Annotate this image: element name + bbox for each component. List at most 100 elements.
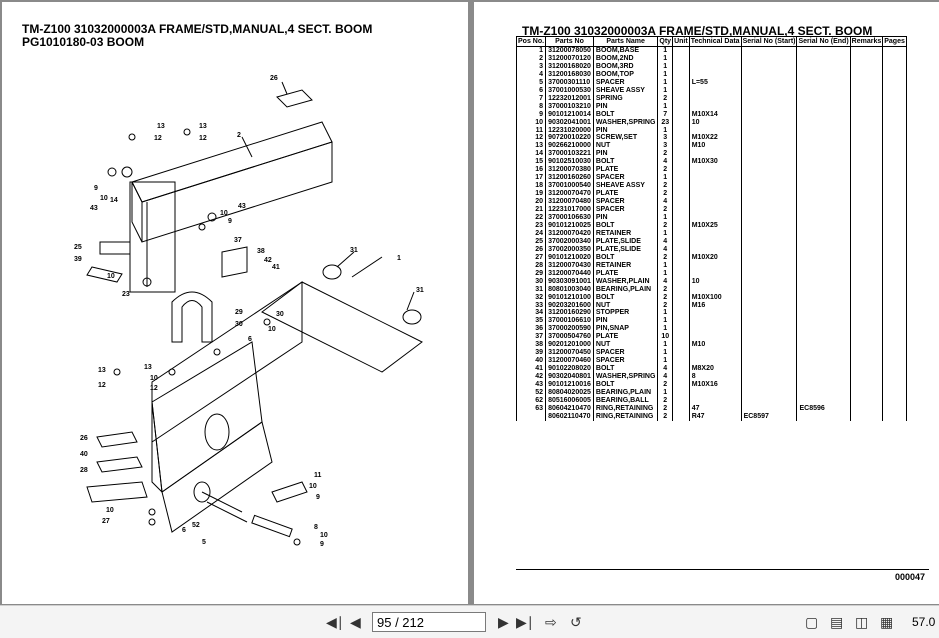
table-cell xyxy=(672,349,690,358)
table-cell xyxy=(849,388,884,397)
table-cell xyxy=(796,261,851,270)
table-cell xyxy=(882,269,907,278)
svg-text:6: 6 xyxy=(248,336,252,343)
table-cell xyxy=(796,46,851,55)
continuous-view-icon[interactable]: ▤ xyxy=(830,614,844,630)
table-cell xyxy=(849,253,884,262)
table-cell: 25 xyxy=(515,237,547,246)
table-cell: 31200070380 xyxy=(545,166,594,175)
single-page-view-icon[interactable]: ▢ xyxy=(805,614,819,630)
table-cell: 23 xyxy=(657,118,674,127)
table-cell: 1 xyxy=(657,86,674,95)
table-cell: 35 xyxy=(515,317,547,326)
table-cell xyxy=(688,237,742,246)
table-cell xyxy=(882,134,907,143)
export-page-icon[interactable]: ⇨ xyxy=(545,614,557,630)
table-cell: PIN xyxy=(592,102,659,111)
table-cell: 5 xyxy=(515,78,547,87)
table-cell xyxy=(849,301,884,310)
table-cell: 2 xyxy=(657,301,674,310)
table-cell: 1 xyxy=(657,269,674,278)
table-cell: 90102208020 xyxy=(545,365,594,374)
table-cell xyxy=(849,142,884,151)
table-cell xyxy=(882,325,907,334)
last-page-icon[interactable]: ▶∣ xyxy=(516,614,534,630)
svg-text:26: 26 xyxy=(270,75,278,82)
column-header: Parts Name xyxy=(592,36,659,47)
table-cell: 2 xyxy=(657,253,674,262)
table-cell: 28 xyxy=(515,261,547,270)
table-cell: 8 xyxy=(688,373,742,382)
table-cell: 90720010220 xyxy=(545,134,594,143)
table-cell xyxy=(740,396,798,405)
table-cell: PLATE,SLIDE xyxy=(592,237,659,246)
table-cell: 2 xyxy=(657,182,674,191)
table-cell xyxy=(688,150,742,159)
table-cell xyxy=(849,229,884,238)
table-cell xyxy=(849,166,884,175)
table-cell xyxy=(849,357,884,366)
table-cell xyxy=(882,70,907,79)
table-cell xyxy=(672,86,690,95)
table-cell: 52 xyxy=(515,388,547,397)
table-cell xyxy=(882,253,907,262)
table-cell xyxy=(672,245,690,254)
table-cell xyxy=(740,126,798,135)
table-cell: 3 xyxy=(515,62,547,71)
table-cell: 20 xyxy=(515,198,547,207)
svg-text:37: 37 xyxy=(234,237,242,244)
table-cell xyxy=(882,404,907,413)
first-page-icon[interactable]: ◀∣ xyxy=(326,614,344,630)
table-cell xyxy=(796,94,851,103)
table-cell xyxy=(740,301,798,310)
two-page-view-icon[interactable]: ◫ xyxy=(855,614,869,630)
page-number-input[interactable]: 95 / 212 xyxy=(372,612,486,632)
table-cell: 63 xyxy=(515,404,547,413)
table-cell: L=55 xyxy=(688,78,742,87)
table-cell xyxy=(796,150,851,159)
previous-page-icon[interactable]: ◀ xyxy=(350,614,361,630)
two-page-continuous-view-icon[interactable]: ▦ xyxy=(880,614,894,630)
table-cell xyxy=(740,349,798,358)
table-cell: 8 xyxy=(515,102,547,111)
table-cell xyxy=(796,317,851,326)
bottom-rule xyxy=(516,569,929,570)
table-cell xyxy=(882,86,907,95)
zoom-level[interactable]: 57.0 xyxy=(912,615,936,629)
table-cell xyxy=(672,78,690,87)
table-cell: 31200070450 xyxy=(545,349,594,358)
svg-text:13: 13 xyxy=(157,123,165,130)
table-cell: 37000106610 xyxy=(545,317,594,326)
table-cell xyxy=(882,221,907,230)
table-cell xyxy=(672,198,690,207)
table-cell xyxy=(740,388,798,397)
table-cell xyxy=(849,182,884,191)
table-cell: 38 xyxy=(515,341,547,350)
table-cell xyxy=(672,46,690,55)
svg-text:12: 12 xyxy=(150,385,158,392)
table-cell: BOLT xyxy=(592,110,659,119)
table-cell xyxy=(882,341,907,350)
table-cell xyxy=(740,237,798,246)
table-cell xyxy=(849,118,884,127)
table-cell xyxy=(740,365,798,374)
next-page-icon[interactable]: ▶ xyxy=(498,614,509,630)
table-cell xyxy=(882,237,907,246)
table-cell: 1 xyxy=(657,78,674,87)
table-cell xyxy=(740,285,798,294)
table-cell xyxy=(796,206,851,215)
table-cell: 90201201000 xyxy=(545,341,594,350)
svg-text:10: 10 xyxy=(106,507,114,514)
table-cell xyxy=(740,357,798,366)
rotate-page-icon[interactable]: ↺ xyxy=(570,614,582,630)
table-cell: BOLT xyxy=(592,365,659,374)
